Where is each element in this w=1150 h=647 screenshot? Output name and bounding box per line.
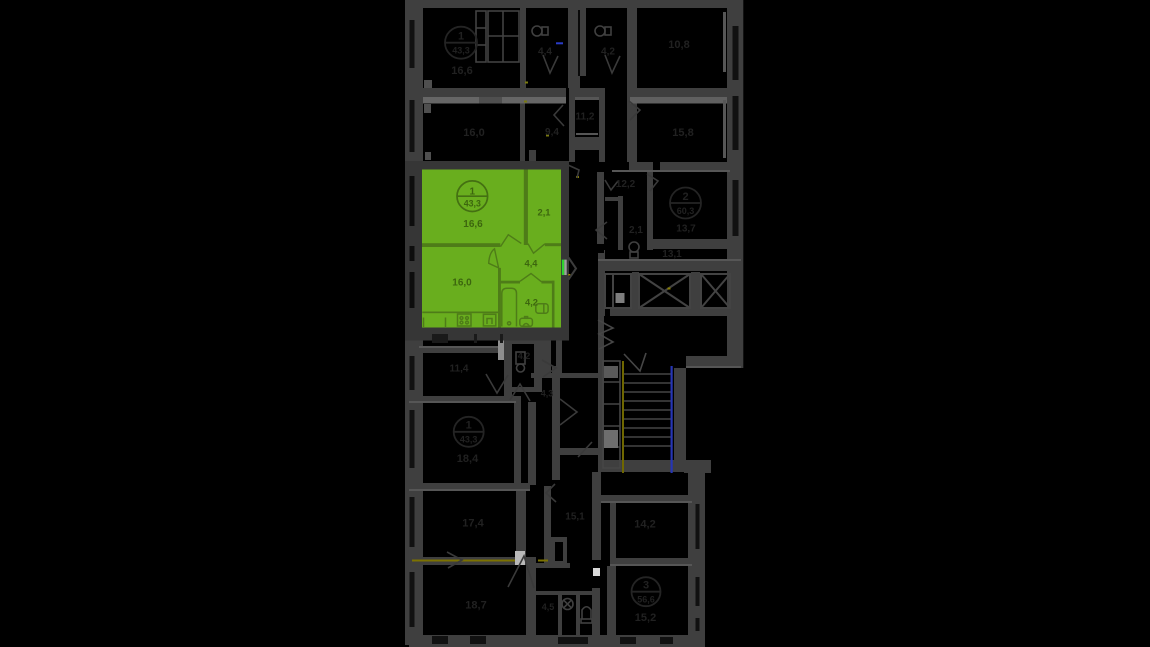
svg-text:4,4: 4,4 — [525, 259, 539, 269]
svg-text:11,4: 11,4 — [450, 364, 469, 375]
svg-text:56,6: 56,6 — [637, 595, 655, 605]
svg-text:4,2: 4,2 — [525, 298, 538, 308]
svg-text:43,3: 43,3 — [452, 46, 470, 56]
svg-text:18,7: 18,7 — [465, 600, 486, 612]
svg-text:43,3: 43,3 — [464, 199, 481, 209]
svg-text:15,1: 15,1 — [565, 512, 585, 523]
svg-text:4,3: 4,3 — [541, 389, 554, 399]
svg-text:1: 1 — [470, 187, 476, 198]
svg-text:1: 1 — [458, 31, 464, 43]
svg-text:4,5: 4,5 — [542, 602, 555, 612]
svg-text:16,0: 16,0 — [463, 127, 484, 139]
svg-text:13,7: 13,7 — [676, 224, 696, 235]
svg-text:3: 3 — [643, 580, 649, 592]
svg-text:43,3: 43,3 — [460, 435, 478, 445]
svg-text:10,8: 10,8 — [668, 39, 689, 51]
svg-text:13,1: 13,1 — [662, 249, 682, 260]
svg-text:2,1: 2,1 — [629, 225, 643, 236]
svg-text:14,2: 14,2 — [634, 519, 655, 531]
svg-text:9,4: 9,4 — [545, 127, 559, 138]
svg-text:4,2: 4,2 — [518, 351, 531, 361]
svg-text:12,2: 12,2 — [616, 179, 636, 190]
svg-text:16,0: 16,0 — [452, 278, 472, 289]
svg-text:16,6: 16,6 — [451, 65, 472, 77]
svg-text:4,4: 4,4 — [538, 47, 552, 58]
svg-text:15,2: 15,2 — [635, 612, 656, 624]
svg-text:17,4: 17,4 — [462, 518, 484, 530]
svg-text:15,8: 15,8 — [672, 127, 693, 139]
svg-text:1: 1 — [466, 420, 472, 432]
svg-text:18,4: 18,4 — [457, 453, 479, 465]
svg-text:16,6: 16,6 — [463, 219, 483, 230]
svg-text:2,1: 2,1 — [538, 208, 551, 218]
svg-text:4,2: 4,2 — [601, 47, 615, 58]
svg-text:11,2: 11,2 — [576, 112, 595, 123]
svg-text:2: 2 — [682, 191, 688, 203]
svg-text:60,3: 60,3 — [677, 206, 695, 216]
